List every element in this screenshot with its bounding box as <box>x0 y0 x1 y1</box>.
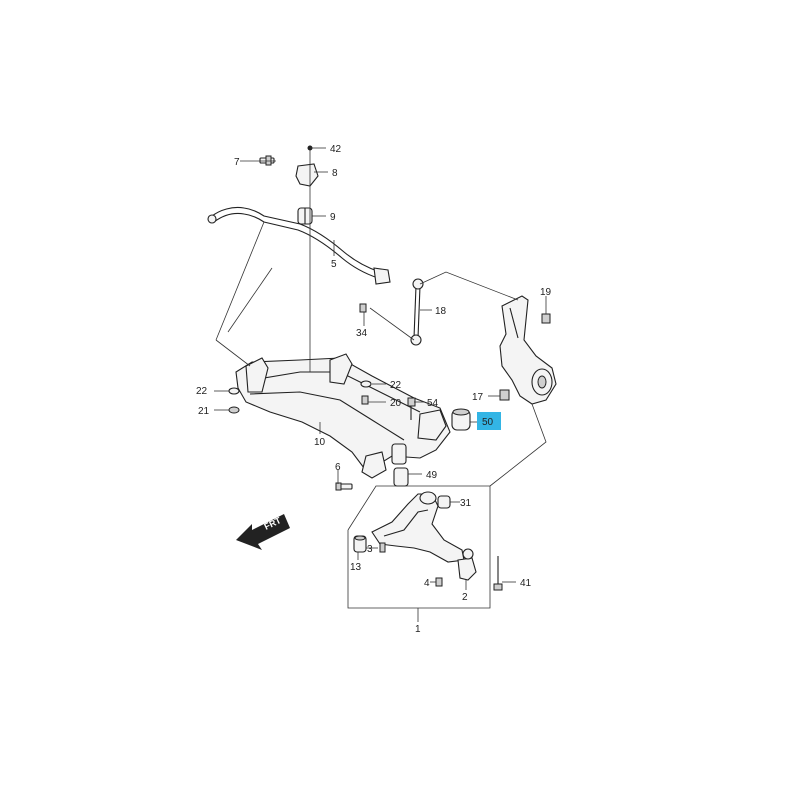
bushing-49 <box>391 443 409 487</box>
nut-19 <box>541 313 551 324</box>
callout-6[interactable]: 6 <box>335 462 341 473</box>
callout-4[interactable]: 4 <box>424 578 430 589</box>
clamp-bolt <box>259 155 275 166</box>
assembly-bracket-1 <box>347 485 491 622</box>
highlight-box-50 <box>477 412 501 430</box>
bolt-41 <box>493 556 503 591</box>
washer-22-left <box>228 387 240 395</box>
front-direction-arrow: FRT <box>236 514 290 550</box>
bushing-13 <box>353 535 367 553</box>
stabilizer-link <box>410 278 424 346</box>
callout-9[interactable]: 9 <box>330 212 336 223</box>
callout-2[interactable]: 2 <box>462 592 468 603</box>
callout-17[interactable]: 17 <box>472 392 484 403</box>
callout-20[interactable]: 20 <box>390 398 402 409</box>
callout-22-right[interactable]: 22 <box>390 380 402 391</box>
crossmember <box>235 353 451 479</box>
callout-34[interactable]: 34 <box>356 328 368 339</box>
callout-19[interactable]: 19 <box>540 287 552 298</box>
callout-3[interactable]: 3 <box>367 544 373 555</box>
nut-21 <box>228 406 240 414</box>
nut-4 <box>435 577 443 587</box>
callout-7[interactable]: 7 <box>234 157 240 168</box>
callout-50[interactable]: 50 <box>482 417 494 428</box>
callout-54[interactable]: 54 <box>427 398 439 409</box>
callout-1[interactable]: 1 <box>415 624 421 635</box>
callout-31[interactable]: 31 <box>460 498 472 509</box>
bushing-50 <box>451 408 471 431</box>
callout-10[interactable]: 10 <box>314 437 326 448</box>
bushing-31 <box>437 495 451 509</box>
stabilizer-clamp <box>295 163 319 187</box>
callout-labels: 42 7 8 9 5 18 19 34 22 22 21 20 54 17 50… <box>196 144 552 635</box>
callout-21[interactable]: 21 <box>198 406 210 417</box>
callout-13[interactable]: 13 <box>350 562 362 573</box>
callout-8[interactable]: 8 <box>332 168 338 179</box>
callout-49[interactable]: 49 <box>426 470 438 481</box>
callout-18[interactable]: 18 <box>435 306 447 317</box>
nut-34 <box>359 303 367 313</box>
washer-22-right <box>360 380 372 388</box>
steering-knuckle <box>499 295 557 405</box>
bolt-17 <box>499 389 510 401</box>
lower-control-arm <box>371 491 465 563</box>
bolt-3 <box>379 542 386 553</box>
stabilizer-bar <box>207 206 391 285</box>
ball-joint-2 <box>457 548 477 581</box>
bolt-6 <box>335 482 353 491</box>
leader-lines <box>214 145 547 590</box>
callout-22-left[interactable]: 22 <box>196 386 208 397</box>
bolt-20 <box>361 395 369 405</box>
callout-5[interactable]: 5 <box>331 259 337 270</box>
callout-41[interactable]: 41 <box>520 578 532 589</box>
callout-42[interactable]: 42 <box>330 144 342 155</box>
